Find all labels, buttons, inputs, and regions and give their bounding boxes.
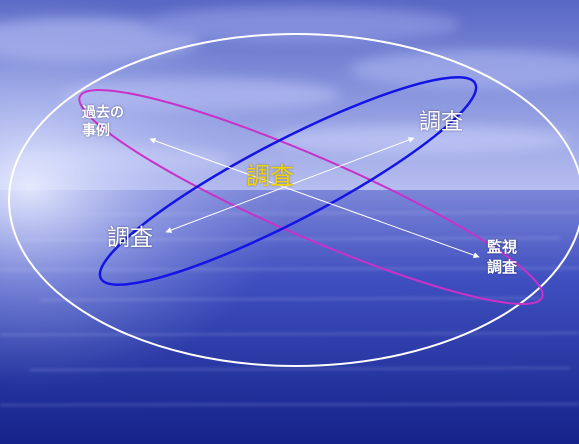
past-cases-line-1: 過去の — [82, 105, 124, 121]
investigation-top-right-label: 調査 — [419, 110, 464, 135]
past-cases-label: 過去の 事例 — [82, 104, 124, 140]
monitoring-line-2: 調査 — [487, 258, 518, 277]
outer-white-ellipse — [8, 33, 579, 367]
investigation-center-label: 調査 — [246, 162, 294, 190]
arrow-past-to-monitoring — [149, 137, 480, 259]
monitoring-line-1: 監視 — [487, 238, 518, 256]
investigation-left-label: 調査 — [107, 225, 153, 251]
monitoring-investigation-label: 監視 調査 — [487, 237, 517, 278]
arrow-left-to-top-right — [165, 137, 415, 233]
past-cases-line-2: 事例 — [82, 123, 110, 140]
